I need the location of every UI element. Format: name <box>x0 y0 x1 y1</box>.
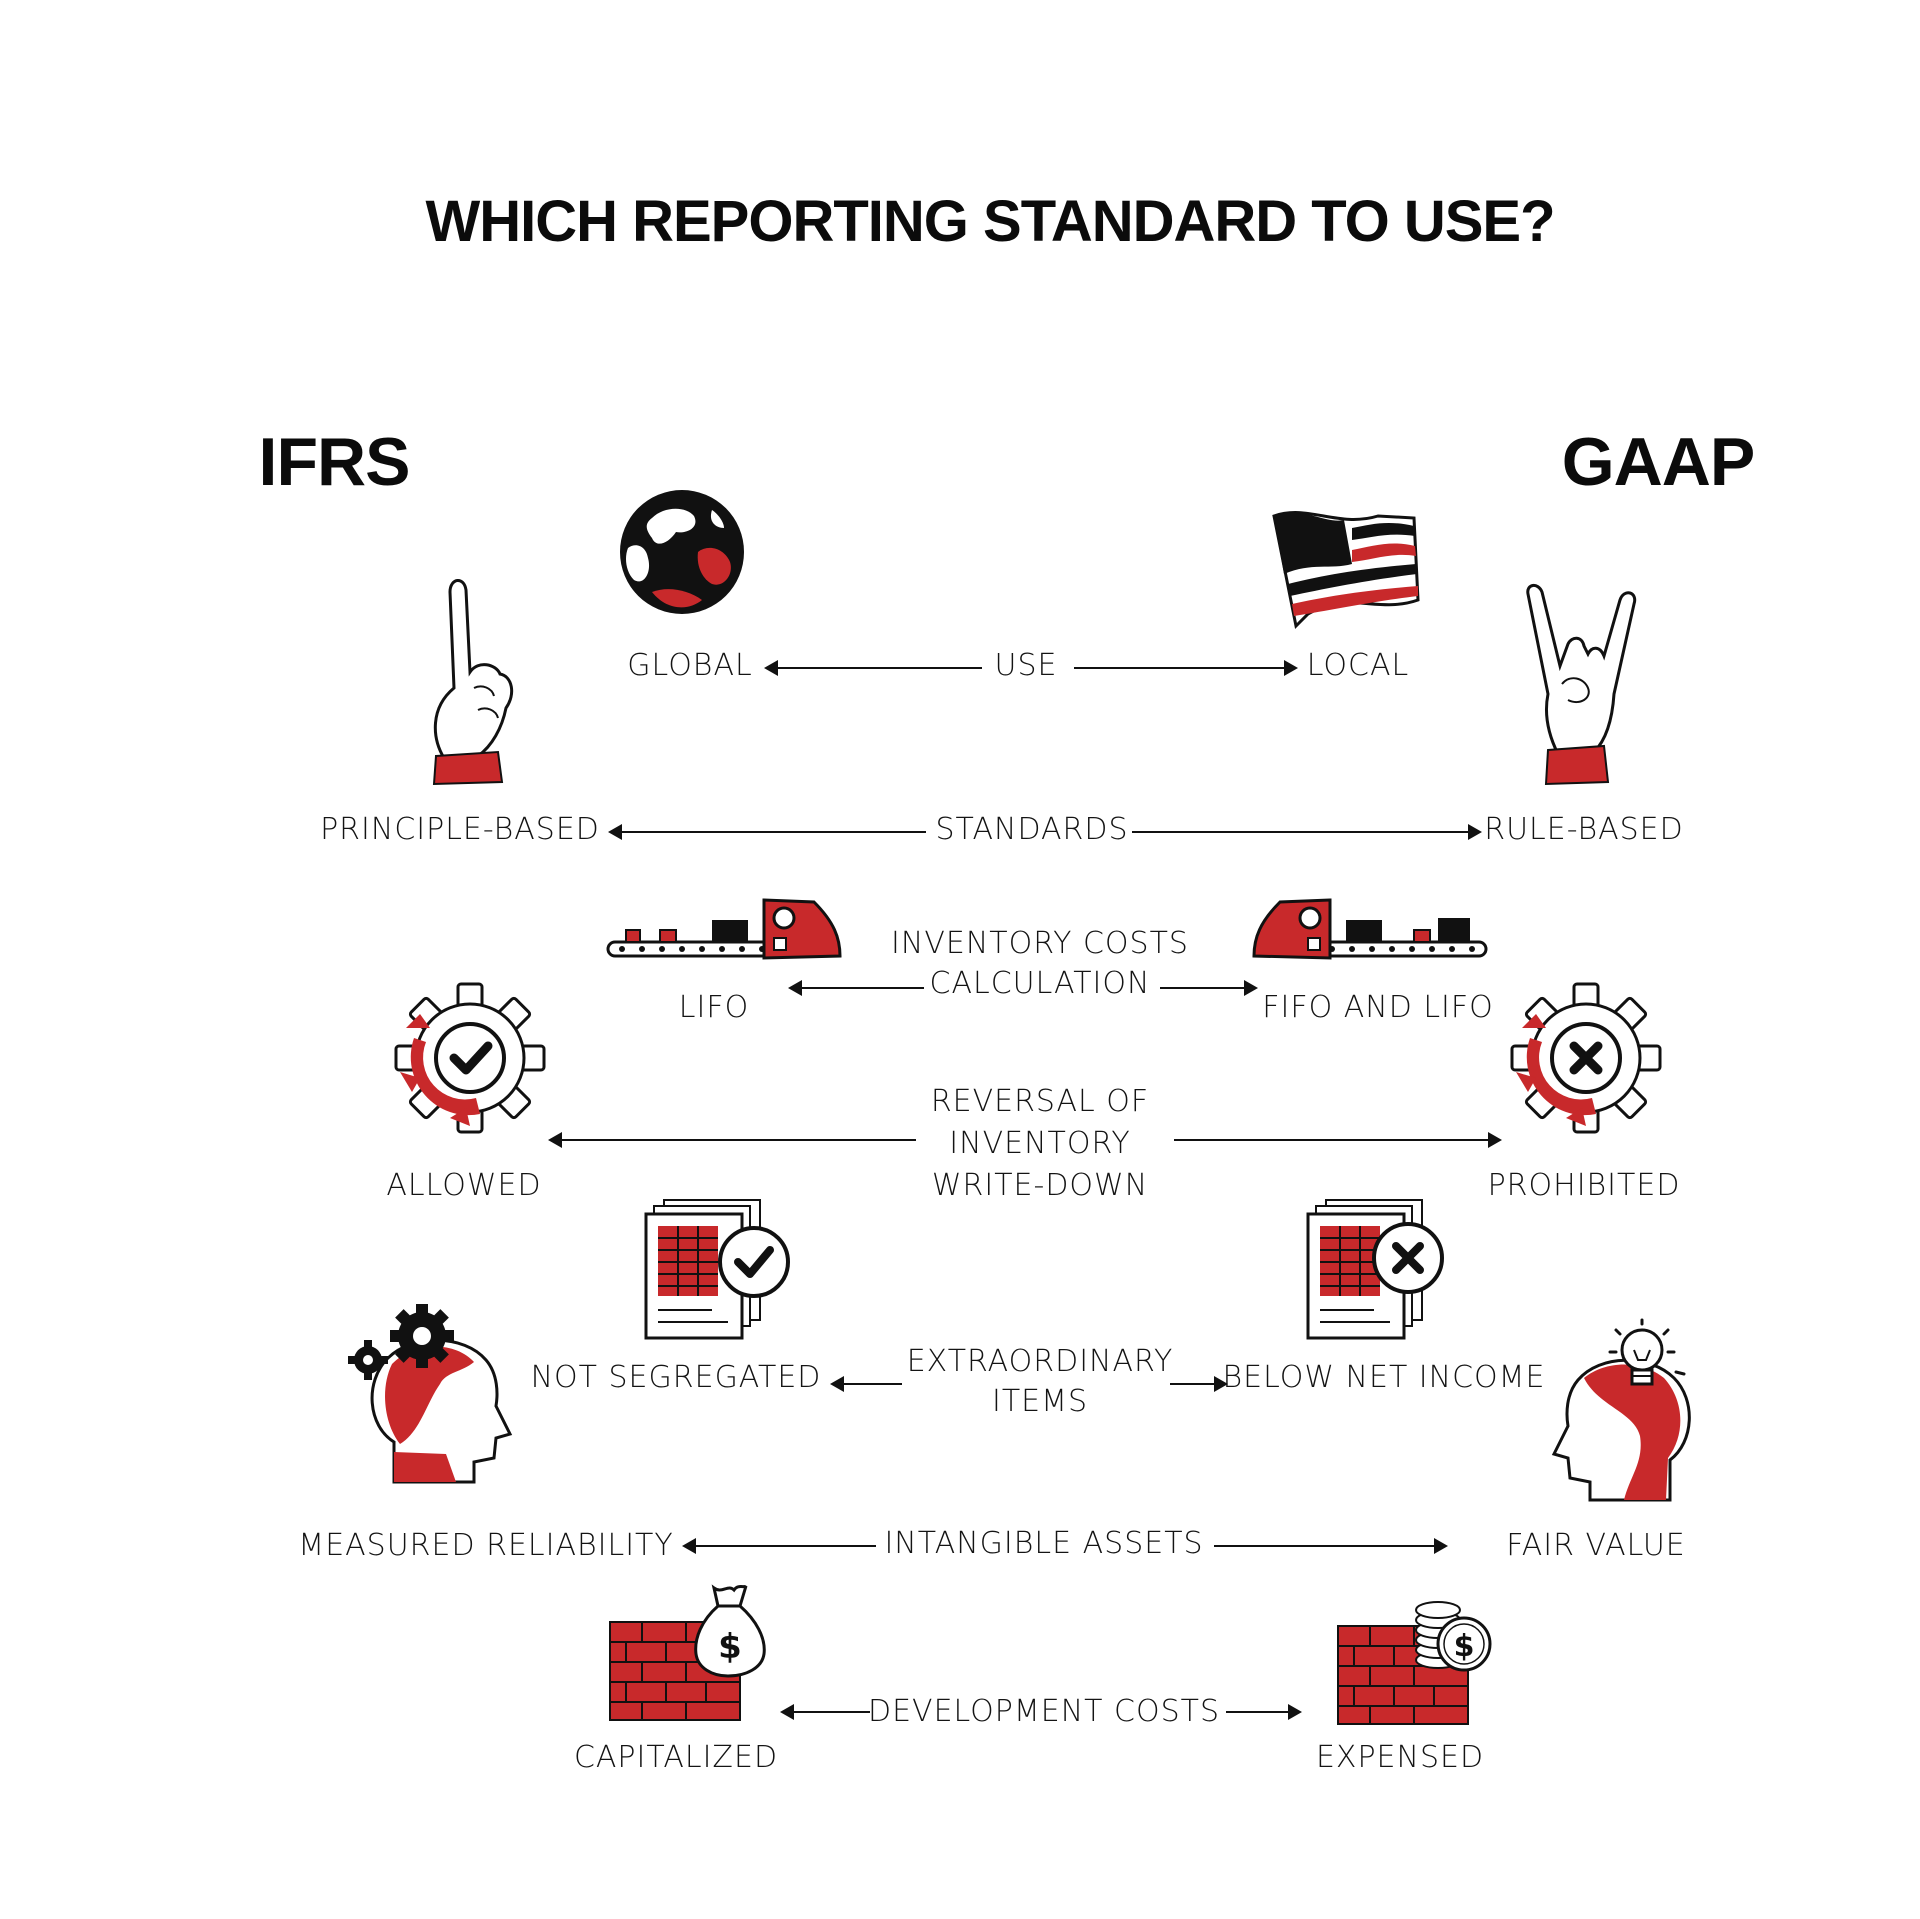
arrow-right-development-costs <box>1226 1702 1302 1722</box>
left-value-development-costs: CAPITALIZED <box>573 1740 779 1775</box>
topic-reversal-line2: INVENTORY <box>949 1126 1131 1161</box>
topic-inventory-costs-line1: INVENTORY COSTS <box>891 926 1189 961</box>
arrow-right-intangible-assets <box>1214 1536 1448 1556</box>
gear-checkmark-icon <box>394 982 546 1134</box>
topic-extraordinary-line1: EXTRAORDINARY <box>906 1344 1174 1379</box>
right-value-intangible-assets: FAIR VALUE <box>1506 1528 1686 1563</box>
arrow-left-standards <box>608 822 926 842</box>
head-gears-icon <box>348 1304 513 1484</box>
topic-development-costs: DEVELOPMENT COSTS <box>868 1694 1220 1729</box>
topic-reversal-line3: WRITE-DOWN <box>931 1168 1149 1203</box>
index-finger-hand-icon <box>432 579 514 786</box>
right-value-reversal: PROHIBITED <box>1487 1168 1681 1203</box>
arrow-right-use <box>1074 658 1298 678</box>
brick-wall-coins-icon: $ <box>1337 1601 1492 1725</box>
arrow-left-use <box>764 658 982 678</box>
right-value-inventory-costs: FIFO AND LIFO <box>1262 990 1494 1025</box>
left-value-intangible-assets: MEASURED RELIABILITY <box>298 1528 674 1563</box>
arrow-right-extraordinary <box>1170 1374 1228 1394</box>
topic-inventory-costs-line2: CALCULATION <box>929 966 1151 1001</box>
arrow-left-development-costs <box>780 1702 870 1722</box>
arrow-right-inventory-costs <box>1160 978 1258 998</box>
document-checkmark-icon <box>644 1199 790 1340</box>
left-value-use: GLOBAL <box>627 648 753 683</box>
gear-cross-icon <box>1510 982 1662 1134</box>
document-cross-icon <box>1306 1199 1444 1340</box>
topic-extraordinary-line2: ITEMS <box>991 1384 1089 1419</box>
left-value-inventory-costs: LIFO <box>678 990 750 1025</box>
brick-wall-money-bag-icon: $ <box>609 1584 766 1721</box>
topic-standards: STANDARDS <box>935 812 1129 847</box>
page-title: WHICH REPORTING STANDARD TO USE? <box>425 189 1555 254</box>
right-value-standards: RULE-BASED <box>1484 812 1684 847</box>
conveyor-belt-icon-right <box>1252 898 1488 960</box>
arrow-left-intangible-assets <box>682 1536 876 1556</box>
globe-icon <box>620 490 744 614</box>
topic-use: USE <box>994 648 1058 683</box>
right-value-use: LOCAL <box>1306 648 1410 683</box>
svg-text:$: $ <box>1454 1629 1475 1664</box>
left-heading: IFRS <box>258 424 411 500</box>
rock-hand-icon <box>1526 584 1637 786</box>
arrow-right-standards <box>1132 822 1482 842</box>
right-value-development-costs: EXPENSED <box>1315 1740 1485 1775</box>
arrow-right-reversal <box>1174 1130 1502 1150</box>
flag-icon <box>1272 511 1420 630</box>
arrow-left-extraordinary <box>830 1374 902 1394</box>
topic-intangible-assets: INTANGIBLE ASSETS <box>884 1526 1204 1561</box>
right-heading: GAAP <box>1561 424 1755 500</box>
left-value-reversal: ALLOWED <box>386 1168 542 1203</box>
arrow-left-inventory-costs <box>788 978 924 998</box>
head-lightbulb-icon <box>1551 1318 1691 1502</box>
right-value-extraordinary: BELOW NET INCOME <box>1222 1360 1546 1395</box>
arrow-left-reversal <box>548 1130 916 1150</box>
svg-text:$: $ <box>718 1627 742 1667</box>
topic-reversal-line1: REVERSAL OF <box>930 1084 1150 1119</box>
conveyor-belt-icon <box>606 898 842 960</box>
left-value-extraordinary: NOT SEGREGATED <box>530 1360 822 1395</box>
left-value-standards: PRINCIPLE-BASED <box>320 812 600 847</box>
